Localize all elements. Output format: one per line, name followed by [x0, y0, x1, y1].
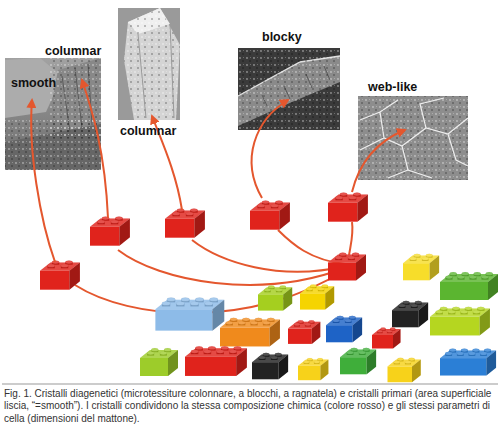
brick [252, 353, 288, 380]
sem-background [5, 58, 101, 170]
sem-background [238, 48, 340, 130]
arrow [252, 100, 288, 198]
brick [326, 316, 362, 343]
brick [220, 318, 280, 347]
sem-texture [124, 8, 180, 120]
column-crystal [124, 8, 180, 120]
brick [140, 348, 178, 376]
texture-label: columnar [45, 44, 101, 58]
figure-caption: Fig. 1. Cristalli diagenetici (microtess… [4, 388, 496, 425]
arrow-line [192, 240, 345, 272]
arrows [31, 80, 405, 262]
sem-background [118, 8, 180, 120]
column-edges [138, 24, 174, 118]
brick [340, 348, 376, 375]
brick [392, 301, 428, 328]
arrow [82, 80, 108, 218]
sem-texture [238, 48, 340, 130]
red-brick [372, 328, 401, 349]
brick [300, 284, 334, 309]
arrow [31, 100, 55, 262]
sem-background [358, 96, 468, 180]
red-brick [185, 346, 247, 376]
sem-image-panel: columnar [116, 6, 186, 142]
texture-label: columnar [120, 124, 176, 138]
brick [258, 285, 292, 310]
red-brick [328, 192, 368, 221]
red-brick [40, 260, 80, 289]
red-brick [165, 208, 205, 237]
brick [403, 254, 439, 281]
red-brick-row [40, 192, 368, 289]
arrow [352, 130, 405, 192]
brick [440, 272, 498, 300]
texture-label: blocky [262, 30, 302, 44]
sem-image-panel: columnar smooth [5, 42, 101, 170]
sem-image-panel: web-like [356, 80, 470, 180]
sem-image [238, 48, 340, 130]
brick [388, 358, 421, 382]
sem-image [358, 96, 468, 180]
red-brick [90, 216, 130, 245]
red-brick [250, 200, 290, 229]
brick [440, 349, 496, 376]
red-brick [288, 320, 320, 344]
sem-texture [5, 120, 101, 170]
web-lines [360, 98, 468, 178]
sem-image [5, 58, 101, 170]
texture-label: smooth [11, 76, 56, 90]
caption-rule [2, 384, 498, 385]
red-brick [328, 253, 366, 281]
brick [430, 307, 490, 336]
brick [298, 358, 328, 380]
brick [155, 297, 224, 330]
brick-pile [140, 253, 498, 383]
sem-image [118, 8, 180, 120]
texture-label: web-like [368, 80, 417, 94]
sem-texture [358, 96, 468, 180]
sem-image-panel: blocky [238, 30, 342, 130]
